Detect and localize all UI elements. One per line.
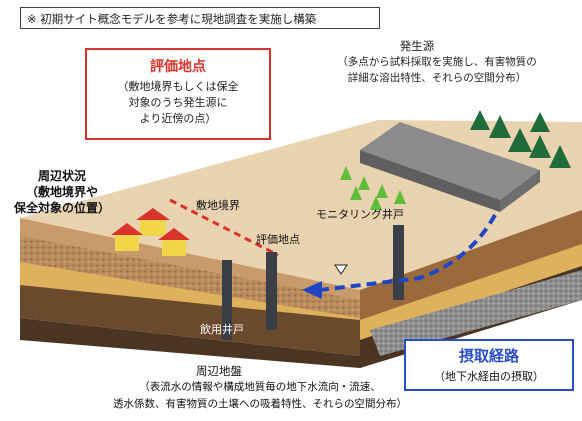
groundwater-flow-arrowhead (302, 281, 322, 299)
note-box: ※ 初期サイト概念モデルを参考に現地調査を実施し構築 (20, 7, 380, 29)
bedrock-layer (20, 318, 360, 368)
exposure-route-box: 摂取経路 （地下水経由の摂取） (404, 339, 574, 391)
evaluation-well (266, 252, 277, 330)
plants (340, 166, 406, 210)
evaluation-point-title: 評価地点 (150, 59, 206, 75)
groundwater-flow-line (319, 214, 497, 292)
evaluation-point-label: 評価地点 (256, 233, 300, 246)
monitoring-well-label: モニタリング井戸 (316, 208, 404, 221)
site-boundary-line (169, 198, 279, 257)
side-rock (370, 270, 582, 356)
exposure-route-subtitle: （地下水経由の摂取） (434, 370, 544, 383)
source-title: 発生源 (399, 39, 435, 53)
houses (111, 208, 190, 256)
site-boundary-label: 敷地境界 (196, 199, 240, 212)
ground-description: （表流水の情報や構成地質毎の地下水流向・流速、 透水係数、有害物質の土壌への吸着… (113, 381, 407, 410)
monitoring-well (393, 225, 404, 300)
surroundings-label: 周辺状況 （敷地境界や 保全対象の位置） (13, 169, 110, 215)
evaluation-point-box: 評価地点 （敷地境界もしくは保全 対象のうち発生源に より近傍の点） (85, 48, 271, 140)
trees (470, 110, 571, 168)
source-description: （多点から試料採取を実施し、有害物質の 詳細な溶出特性、それらの空間分布） (337, 56, 537, 84)
waste-pile-front (360, 150, 500, 212)
exposure-route-title: 摂取経路 (458, 347, 519, 365)
drinking-well (222, 260, 232, 340)
side-aquifer (360, 244, 582, 340)
evaluation-point-description: （敷地境界もしくは保全 対象のうち発生源に より近傍の点） (117, 80, 239, 125)
ground-title: 周辺地盤 (196, 364, 242, 378)
dark-layer (20, 285, 360, 356)
waste-pile-top (360, 122, 540, 200)
water-table-marker (334, 264, 348, 275)
waste-pile-side (500, 170, 540, 212)
drinking-well-label: 飲用井戸 (200, 323, 244, 336)
